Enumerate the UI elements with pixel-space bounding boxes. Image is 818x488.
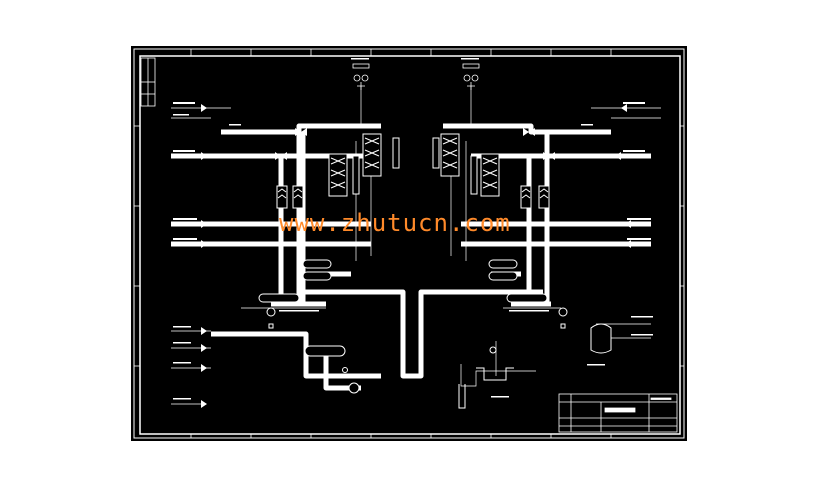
cad-drawing-sheet: www.zhutucn.com — [131, 46, 687, 441]
title-block — [558, 393, 678, 433]
main-pipes — [171, 123, 651, 391]
sump-pit — [458, 346, 514, 409]
valves — [275, 128, 555, 160]
outer-border — [133, 48, 685, 439]
heat-exchanger-right — [432, 133, 500, 197]
watermark-text: www.zhutucn.com — [279, 209, 511, 237]
separator-tanks — [258, 259, 548, 357]
pipe-end-arrows — [201, 104, 631, 408]
pumps — [266, 307, 568, 394]
top-valve-symbols — [352, 63, 480, 90]
inner-border — [139, 55, 681, 435]
filter-elements — [276, 185, 550, 209]
heat-exchanger-left — [328, 133, 400, 197]
corner-stamp-box — [140, 57, 156, 107]
label-blocks — [173, 58, 653, 400]
vertical-vessel — [590, 323, 612, 354]
piping-diagram: www.zhutucn.com — [133, 48, 685, 439]
border-ticks — [134, 49, 684, 438]
